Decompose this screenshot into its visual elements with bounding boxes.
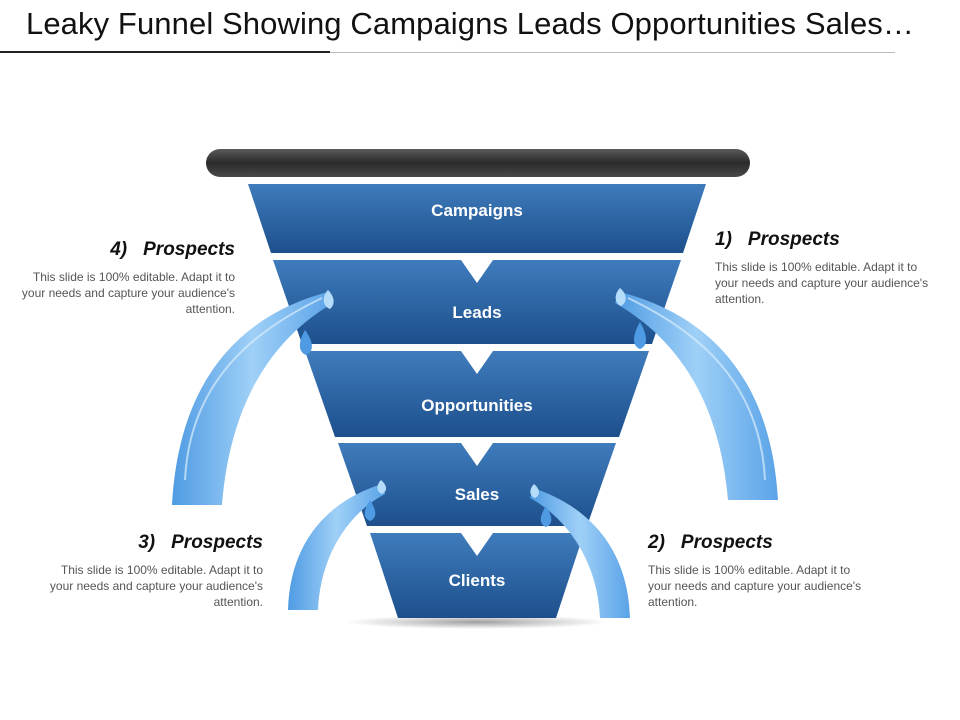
callout-4: 4) Prospects This slide is 100% editable.… bbox=[20, 239, 235, 317]
funnel-stage-opportunities: Opportunities bbox=[305, 351, 649, 437]
leak-stream-bottom-right bbox=[530, 484, 630, 618]
callout-4-heading: 4) Prospects bbox=[20, 239, 235, 261]
callout-1: 1) Prospects This slide is 100% editable.… bbox=[715, 229, 930, 307]
callout-4-title: Prospects bbox=[143, 239, 235, 260]
funnel-shadow bbox=[345, 615, 609, 629]
funnel-stage-leads: Leads bbox=[273, 260, 681, 344]
title-underline bbox=[0, 51, 330, 53]
leak-stream-top-left bbox=[172, 290, 334, 505]
funnel-stage-campaigns: Campaigns bbox=[248, 184, 706, 253]
callout-3-number: 3) bbox=[138, 532, 156, 553]
funnel-stage-clients: Clients bbox=[370, 533, 584, 618]
callout-2: 2) Prospects This slide is 100% editable.… bbox=[648, 532, 863, 610]
svg-text:Clients: Clients bbox=[449, 571, 506, 590]
callout-2-title: Prospects bbox=[680, 532, 773, 553]
svg-text:Campaigns: Campaigns bbox=[431, 201, 523, 220]
callout-3-text: This slide is 100% editable. Adapt it to… bbox=[49, 563, 263, 609]
callout-1-title: Prospects bbox=[747, 229, 840, 250]
callout-1-number: 1) bbox=[715, 229, 732, 250]
callout-3-title: Prospects bbox=[171, 532, 263, 553]
callout-4-number: 4) bbox=[110, 239, 128, 260]
callout-1-text: This slide is 100% editable. Adapt it to… bbox=[715, 260, 929, 306]
svg-text:Leads: Leads bbox=[452, 303, 501, 322]
callout-3-heading: 3) Prospects bbox=[48, 532, 263, 554]
leak-stream-top-right bbox=[615, 288, 778, 500]
callout-2-heading: 2) Prospects bbox=[648, 532, 863, 554]
callout-2-number: 2) bbox=[648, 532, 665, 553]
callout-2-text: This slide is 100% editable. Adapt it to… bbox=[648, 563, 862, 609]
svg-text:Opportunities: Opportunities bbox=[421, 396, 532, 415]
funnel-rim bbox=[206, 149, 750, 177]
callout-4-text: This slide is 100% editable. Adapt it to… bbox=[21, 270, 235, 316]
title-divider bbox=[330, 52, 895, 53]
svg-text:Sales: Sales bbox=[455, 485, 499, 504]
callout-3: 3) Prospects This slide is 100% editable.… bbox=[48, 532, 263, 610]
callout-1-heading: 1) Prospects bbox=[715, 229, 930, 251]
leak-stream-bottom-left bbox=[288, 480, 387, 610]
